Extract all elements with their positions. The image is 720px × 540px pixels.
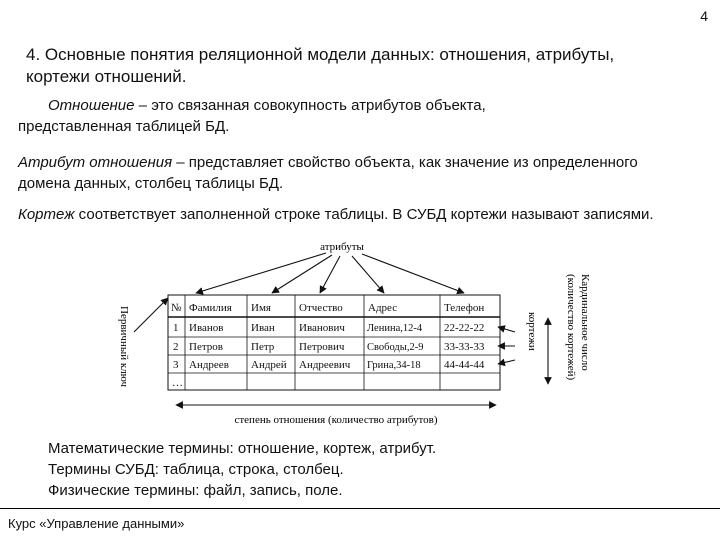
relation-definition-line-1: Отношение – это связанная совокупность а… [18,95,694,116]
dbms-terms: Термины СУБД: таблица, строка, столбец. [48,461,344,478]
term-tuple: Кортеж [18,206,75,223]
page-number: 4 [700,8,708,24]
course-footer: Курс «Управление данными» [8,516,185,531]
slide-title: 4. Основные понятия реляционной модели д… [26,45,615,86]
word: связанная [177,97,250,114]
word: атрибутов [351,97,422,114]
attribute-arrow [361,253,465,295]
tuple-definition: Кортеж соответствует заполненной строке … [18,204,694,225]
term-relation: Отношение [48,97,135,114]
table-cell: Петрович [299,341,345,353]
table-cell: Андреевич [299,359,351,371]
header-cell: Телефон [444,302,484,314]
table-cell: Свободы,2-9 [367,342,423,353]
table-cell: Петр [251,341,275,353]
cardinality-label: Кардинальное число [579,274,591,371]
table-cell: Иван [251,322,275,334]
table-cell: Грина,34-18 [367,360,421,371]
attribute-arrow [351,255,385,294]
math-terms: Математические термины: отношение, корте… [48,440,437,457]
attribute-arrow [195,252,327,295]
degree-label: степень отношения (количество атрибутов) [234,414,437,426]
attribute-arrow [319,255,341,294]
footer-divider [0,508,720,509]
attribute-arrows [195,252,465,295]
relation-diagram: атрибуты № Фамилия Имя Отчество Адрес Те… [118,241,591,426]
relation-definition-line-2: представленная таблицей БД. [18,118,230,135]
cardinality-label-note: (количество кортежей) [565,274,577,380]
primary-key-label: Первичный ключ [118,306,130,387]
word: объекта, [425,97,486,114]
header-cell: Фамилия [189,302,232,314]
relation-definition: Отношение – это связанная совокупность а… [18,95,694,137]
table-cell: Иванович [299,322,345,334]
word: это [151,97,174,114]
attribute-definition-text: – представляет свойство объекта, как зна… [18,154,638,192]
attributes-label: атрибуты [320,241,364,253]
attribute-definition: Атрибут отношения – представляет свойств… [18,152,694,194]
header-cell: № [171,302,182,314]
terminology-list: Математические термины: отношение, корте… [48,438,436,501]
table-cell: 2 [173,341,179,353]
tuple-arrows [497,325,516,367]
word: – [138,97,148,114]
header-cell: Отчество [299,302,343,314]
table-cell: Андрей [251,359,287,371]
table-cell: Петров [189,341,223,353]
header-cell: Адрес [368,302,397,314]
attribute-arrow [271,254,333,294]
relation-table: № Фамилия Имя Отчество Адрес Телефон 1 И… [167,294,501,391]
tuple-definition-text: соответствует заполненной строке таблицы… [74,206,654,223]
table-cell: Ленина,12-4 [367,323,423,334]
tuple-arrow [497,358,516,367]
physical-terms: Физические термины: файл, запись, поле. [48,482,343,499]
tuples-label: кортежи [526,312,538,351]
primary-key-arrow [133,297,169,333]
term-attribute: Атрибут отношения [18,154,173,171]
table-cell: 22-22-22 [444,322,484,334]
table-cell: Андреев [189,359,229,371]
table-cell: … [172,377,183,389]
tuple-arrow [497,325,516,333]
table-cell: Иванов [189,322,223,334]
table-cell: 1 [173,322,179,334]
table-cell: 33-33-33 [444,341,485,353]
table-cell: 44-44-44 [444,359,485,371]
word: совокупность [253,97,347,114]
table-cell: 3 [173,359,179,371]
header-cell: Имя [251,302,271,314]
